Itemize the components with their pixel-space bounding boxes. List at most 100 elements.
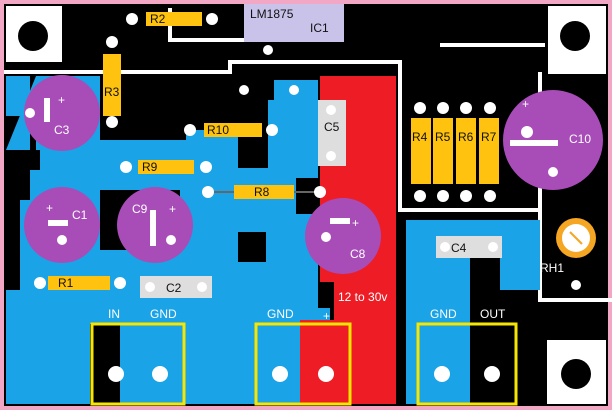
r2-pad-a	[126, 13, 138, 25]
c1-stripe	[48, 220, 68, 226]
vias	[239, 45, 299, 95]
c8-label: C8	[350, 247, 366, 261]
r6-pad-a	[460, 102, 472, 114]
r1-body	[48, 276, 110, 290]
c2-body	[140, 276, 212, 298]
island-3	[238, 232, 266, 262]
c4-body	[436, 236, 502, 258]
output-pin1	[434, 366, 450, 382]
c8-body	[305, 198, 381, 274]
c9-pad-a	[166, 235, 176, 245]
output-pin2-label: OUT	[480, 307, 506, 321]
capacitor-c2: C2	[140, 276, 212, 298]
c10-label: C10	[569, 132, 591, 146]
r8-pad-a	[202, 186, 214, 198]
r6-label: R6	[458, 130, 474, 144]
r9-pad-b	[200, 161, 212, 173]
island-in	[90, 324, 120, 404]
r9-label: R9	[142, 160, 158, 174]
mounting-hole-br	[561, 359, 591, 389]
c5-pad-b	[326, 151, 336, 161]
power-outline	[254, 322, 352, 406]
r5-body	[433, 118, 453, 184]
r6-body	[456, 118, 476, 184]
c3-plus: +	[58, 93, 65, 107]
c8-plus: +	[352, 216, 359, 230]
trace-top	[62, 60, 540, 212]
resistor-r2: R2	[126, 12, 218, 26]
resistor-r5: R5	[433, 102, 453, 202]
c5-label: C5	[324, 120, 340, 134]
c5-pad-a	[326, 105, 336, 115]
r3-pad-a	[106, 36, 118, 48]
input-pin2-label: GND	[150, 307, 177, 321]
rh1-slot	[569, 231, 583, 245]
r7-pad-b	[484, 190, 496, 202]
r9-body	[138, 160, 194, 174]
input-outline	[90, 322, 186, 406]
mounting-hole-tr	[560, 21, 590, 51]
r5-pad-b	[437, 190, 449, 202]
c4-pad-b	[488, 242, 498, 252]
via-2	[289, 85, 299, 95]
resistor-r3: R3	[103, 36, 121, 128]
connector-output: GND OUT	[416, 307, 518, 406]
input-pin2	[152, 366, 168, 382]
mounting-hole-tl	[18, 21, 48, 51]
r5-pad-a	[437, 102, 449, 114]
c3-stripe	[44, 98, 50, 122]
c2-pad-a	[145, 282, 155, 292]
supply-label: 12 to 30v	[338, 290, 387, 304]
via-ic	[263, 45, 273, 55]
r3-label: R3	[104, 85, 120, 99]
c10-pad-b	[548, 167, 558, 177]
ic1-package: LM1875 IC1	[244, 4, 344, 42]
ic-ref: IC1	[310, 21, 329, 35]
c1-plus: +	[46, 201, 53, 215]
capacitor-c4: C4	[436, 236, 502, 258]
r7-label: R7	[481, 130, 497, 144]
ic-name: LM1875	[250, 7, 294, 21]
r3-body	[103, 54, 121, 116]
r5-label: R5	[435, 130, 451, 144]
r7-body	[479, 118, 499, 184]
c8-stripe	[330, 218, 350, 224]
r2-body	[146, 12, 202, 26]
capacitor-c3: + C3	[24, 75, 100, 151]
blue-plane	[6, 76, 540, 404]
input-pin1	[108, 366, 124, 382]
r4-label: R4	[412, 130, 428, 144]
r1-label: R1	[58, 276, 74, 290]
r3-pad-b	[106, 116, 118, 128]
r10-pad-b	[266, 124, 278, 136]
c10-pad-a	[521, 126, 533, 138]
r1-pad-b	[114, 277, 126, 289]
via-1	[239, 85, 249, 95]
r6-pad-b	[460, 190, 472, 202]
c9-plus: +	[169, 202, 176, 216]
c9-stripe	[150, 210, 156, 246]
c4-pad-a	[440, 242, 450, 252]
c2-label: C2	[166, 281, 182, 295]
c3-body	[24, 75, 100, 151]
capacitor-c5: C5	[318, 100, 346, 166]
power-pin2	[318, 366, 334, 382]
c3-pad-a	[25, 108, 35, 118]
power-pin1-label: GND	[267, 307, 294, 321]
resistor-r4: R4	[411, 102, 431, 202]
rh1-label: RH1	[540, 261, 564, 275]
output-outline	[416, 322, 518, 406]
r7-pad-a	[484, 102, 496, 114]
capacitor-c10: + C10	[503, 90, 603, 190]
resistor-r6: R6	[456, 102, 476, 202]
r10-body	[204, 123, 262, 137]
r8-body	[234, 185, 294, 199]
capacitor-c9: + C9	[117, 187, 193, 263]
connector-input: IN GND	[90, 307, 186, 406]
resistor-r10: R10	[184, 123, 278, 137]
rh1-pad	[571, 280, 581, 290]
resistor-r1: R1	[34, 276, 126, 290]
r4-body	[411, 118, 431, 184]
